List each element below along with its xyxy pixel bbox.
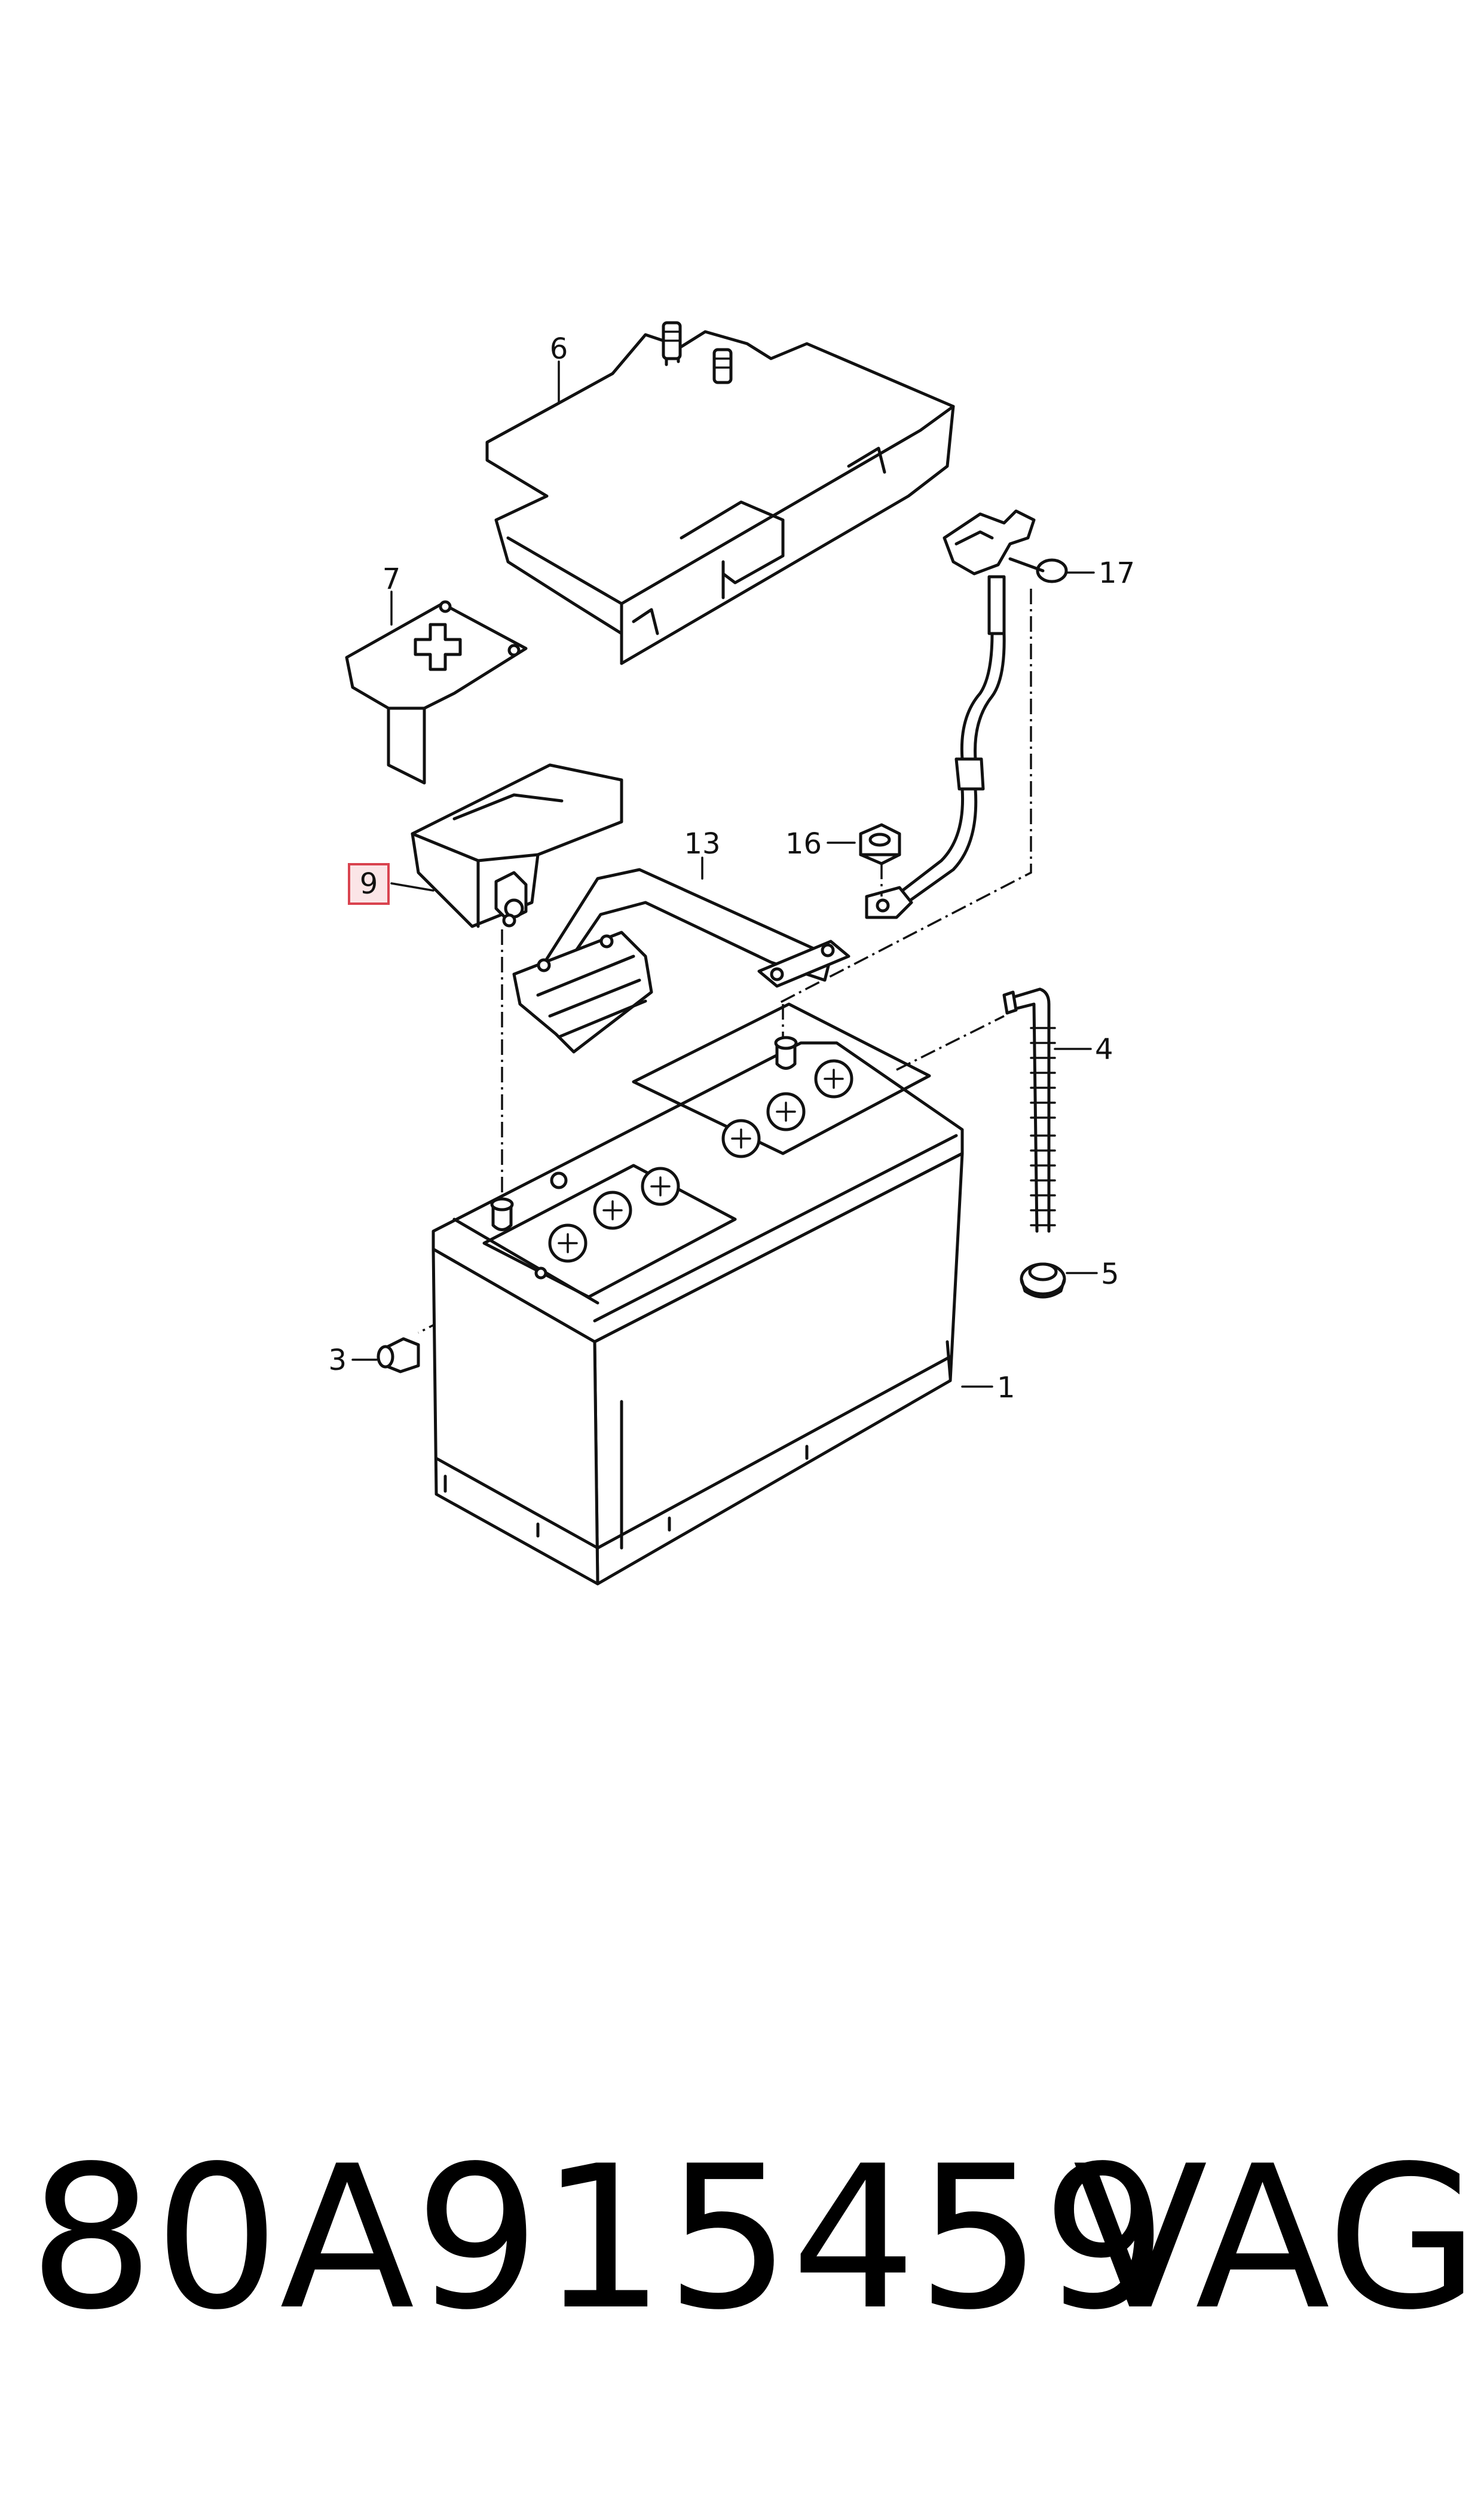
part-1-battery [432,1002,964,1586]
callout-3: 3 [328,1344,347,1377]
callout-6: 6 [550,332,568,366]
callout-16: 16 [785,827,822,861]
part-5-grommet [1020,1262,1066,1299]
callout-7: 7 [383,562,401,596]
part-4-vent-hose [1002,987,1056,1233]
callout-17: 17 [1099,556,1135,590]
part-6-cover [485,321,955,665]
callout-5: 5 [1101,1258,1119,1291]
part-9-terminal-cap [411,763,623,928]
part-number-label: 80A915459 [29,2124,1168,2353]
highlight-box-9[interactable] [348,863,390,905]
part-16-nut [859,823,901,865]
part-13-holddown-strap [512,868,850,1054]
assembly-line-4 [896,1015,1005,1071]
callout-9[interactable]: 9 [360,867,378,901]
brand-label: VAG [1073,2124,1480,2353]
part-3-plug [377,1337,420,1373]
callout-4: 4 [1095,1033,1113,1066]
leader-9 [390,882,435,892]
callout-1: 1 [997,1371,1015,1405]
callout-13: 13 [684,827,720,861]
part-7-plus-cover [345,600,528,785]
assembly-line-17 [776,589,1032,1005]
battery-vent-caps [548,1059,853,1263]
part-17-ground-cable [865,509,1068,919]
battery-terminal-posts [490,1036,798,1231]
